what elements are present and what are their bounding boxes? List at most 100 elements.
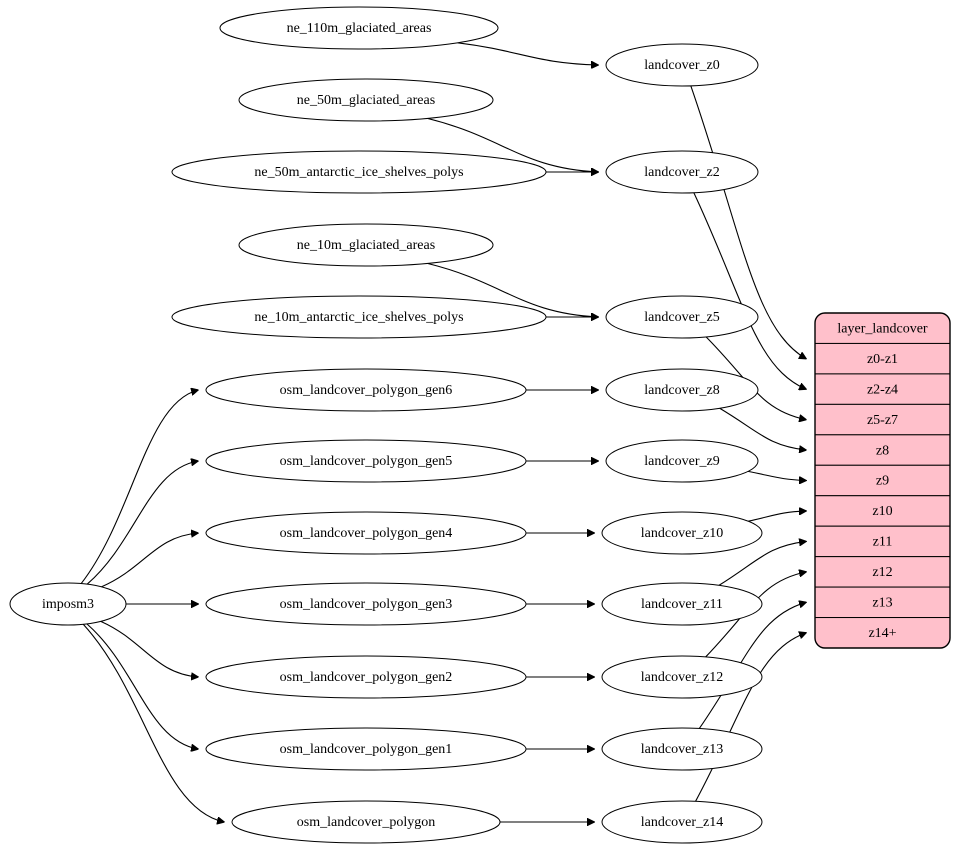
layer-landcover-row-z11-label: z11 (873, 535, 893, 550)
landcover_z9-label: landcover_z9 (644, 454, 719, 469)
node-ne_110m_glaciated_areas[interactable]: ne_110m_glaciated_areas (219, 6, 499, 50)
node-osm_landcover_polygon_gen1[interactable]: osm_landcover_polygon_gen1 (205, 727, 527, 771)
imposm3-label: imposm3 (42, 597, 94, 612)
edge-ne_50m_glaciated_areas-to-landcover_z2 (427, 117, 598, 172)
node-osm_landcover_polygon_gen2[interactable]: osm_landcover_polygon_gen2 (205, 655, 527, 699)
layer-landcover-row-z14+-label: z14+ (868, 626, 896, 641)
osm_landcover_polygon_gen1-ellipse (205, 727, 527, 771)
landcover_z11-label: landcover_z11 (641, 597, 723, 612)
ne_50m_glaciated_areas-label: ne_50m_glaciated_areas (297, 93, 435, 108)
osm_landcover_polygon_gen2-label: osm_landcover_polygon_gen2 (280, 670, 453, 685)
layer-landcover-outline (814, 312, 951, 649)
landcover_z5-label: landcover_z5 (644, 310, 719, 325)
osm_landcover_polygon_gen4-label: osm_landcover_polygon_gen4 (280, 526, 453, 541)
layer-landcover-row-z2-z4-label: z2-z4 (867, 382, 898, 397)
layer-landcover-row-z0-z1-cell[interactable] (815, 342, 950, 375)
layer-landcover-table: layer_landcoverz0-z1z2-z4z5-z7z8z9z10z11… (814, 312, 951, 649)
layer-landcover-header-label: layer_landcover (837, 321, 928, 336)
ne_10m_antarctic_ice_shelves_polys-label: ne_10m_antarctic_ice_shelves_polys (254, 310, 463, 325)
nodes-layer: imposm3 ne_110m_glaciated_areas ne_50m_gla… (9, 6, 763, 844)
landcover_z12-label: landcover_z12 (641, 670, 723, 685)
ne_110m_glaciated_areas-ellipse (219, 6, 499, 50)
imposm3-ellipse (9, 582, 127, 626)
node-landcover_z8[interactable]: landcover_z8 (605, 368, 759, 412)
landcover_z14-label: landcover_z14 (641, 815, 723, 830)
node-landcover_z2[interactable]: landcover_z2 (605, 150, 759, 194)
landcover_z0-label: landcover_z0 (644, 58, 719, 73)
landcover_z10-label: landcover_z10 (641, 526, 723, 541)
landcover_z11-ellipse (601, 582, 763, 626)
ne_50m_glaciated_areas-ellipse (238, 78, 494, 122)
node-ne_10m_antarctic_ice_shelves_polys[interactable]: ne_10m_antarctic_ice_shelves_polys (171, 295, 547, 339)
layer-landcover-row-z8-label: z8 (876, 443, 889, 458)
node-landcover_z9[interactable]: landcover_z9 (605, 439, 759, 483)
edge-imposm3-to-osm_landcover_polygon_gen1 (86, 623, 198, 749)
node-ne_50m_glaciated_areas[interactable]: ne_50m_glaciated_areas (238, 78, 494, 122)
landcover_z12-ellipse (601, 655, 763, 699)
landcover_z14-ellipse (601, 800, 763, 844)
osm_landcover_polygon_gen6-label: osm_landcover_polygon_gen6 (280, 383, 453, 398)
edge-imposm3-to-osm_landcover_polygon_gen5 (86, 461, 198, 585)
landcover_z0-ellipse (605, 43, 759, 87)
node-imposm3[interactable]: imposm3 (9, 582, 127, 626)
osm_landcover_polygon_gen5-ellipse (205, 439, 527, 483)
node-landcover_z10[interactable]: landcover_z10 (601, 511, 763, 555)
layer-landcover-row-z12-cell[interactable] (815, 556, 950, 588)
edge-landcover_z0-to-z0-z1 (690, 85, 806, 359)
landcover_z13-label: landcover_z13 (641, 742, 723, 757)
node-landcover_z0[interactable]: landcover_z0 (605, 43, 759, 87)
ne_10m_antarctic_ice_shelves_polys-ellipse (171, 295, 547, 339)
node-osm_landcover_polygon_gen5[interactable]: osm_landcover_polygon_gen5 (205, 439, 527, 483)
layer-landcover-row-z9-label: z9 (876, 474, 889, 489)
edge-imposm3-to-osm_landcover_polygon (82, 623, 224, 822)
osm_landcover_polygon_gen2-ellipse (205, 655, 527, 699)
edge-imposm3-to-osm_landcover_polygon_gen2 (100, 620, 198, 677)
edge-landcover_z13-to-z13 (698, 602, 806, 729)
landcover_z9-ellipse (605, 439, 759, 483)
landcover_z8-label: landcover_z8 (644, 383, 719, 398)
layer-landcover-row-z14+-cell[interactable] (815, 617, 950, 648)
osm_landcover_polygon_gen3-ellipse (205, 582, 527, 626)
edge-landcover_z10-to-z10 (748, 511, 806, 522)
ne_10m_glaciated_areas-label: ne_10m_glaciated_areas (297, 238, 435, 253)
node-osm_landcover_polygon_gen6[interactable]: osm_landcover_polygon_gen6 (205, 368, 527, 412)
node-ne_50m_antarctic_ice_shelves_polys[interactable]: ne_50m_antarctic_ice_shelves_polys (171, 150, 547, 194)
edge-landcover_z8-to-z8 (719, 407, 806, 450)
osm_landcover_polygon-ellipse (231, 800, 501, 844)
landcover_z13-ellipse (601, 727, 763, 771)
edge-landcover_z2-to-z2-z4 (693, 192, 806, 389)
edge-landcover_z9-to-z9 (747, 470, 806, 480)
osm_landcover_polygon-label: osm_landcover_polygon (297, 815, 435, 830)
node-landcover_z12[interactable]: landcover_z12 (601, 655, 763, 699)
landcover_z2-ellipse (605, 150, 759, 194)
ne_50m_antarctic_ice_shelves_polys-ellipse (171, 150, 547, 194)
node-landcover_z14[interactable]: landcover_z14 (601, 800, 763, 844)
landcover_z2-label: landcover_z2 (644, 165, 719, 180)
node-landcover_z13[interactable]: landcover_z13 (601, 727, 763, 771)
osm_landcover_polygon_gen3-label: osm_landcover_polygon_gen3 (280, 597, 453, 612)
node-osm_landcover_polygon_gen3[interactable]: osm_landcover_polygon_gen3 (205, 582, 527, 626)
node-landcover_z11[interactable]: landcover_z11 (601, 582, 763, 626)
edge-landcover_z11-to-z11 (718, 541, 806, 586)
osm_landcover_polygon_gen1-label: osm_landcover_polygon_gen1 (280, 742, 453, 757)
osm_landcover_polygon_gen6-ellipse (205, 368, 527, 412)
edge-ne_10m_glaciated_areas-to-landcover_z5 (427, 262, 598, 317)
layer-landcover-row-z10-label: z10 (872, 504, 892, 519)
edge-imposm3-to-osm_landcover_polygon_gen4 (101, 533, 198, 588)
node-osm_landcover_polygon[interactable]: osm_landcover_polygon (231, 800, 501, 844)
node-osm_landcover_polygon_gen4[interactable]: osm_landcover_polygon_gen4 (205, 511, 527, 555)
node-ne_10m_glaciated_areas[interactable]: ne_10m_glaciated_areas (238, 223, 494, 267)
edge-ne_110m_glaciated_areas-to-landcover_z0 (457, 42, 598, 65)
landcover_z5-ellipse (605, 295, 759, 339)
node-landcover_z5[interactable]: landcover_z5 (605, 295, 759, 339)
ne_110m_glaciated_areas-label: ne_110m_glaciated_areas (287, 21, 432, 36)
ne_50m_antarctic_ice_shelves_polys-label: ne_50m_antarctic_ice_shelves_polys (254, 165, 463, 180)
layer-landcover-row-z13-label: z13 (872, 596, 892, 611)
edges-layer (80, 42, 806, 822)
landcover_z8-ellipse (605, 368, 759, 412)
ne_10m_glaciated_areas-ellipse (238, 223, 494, 267)
osm_landcover_polygon_gen4-ellipse (205, 511, 527, 555)
layer-landcover-row-z13-cell[interactable] (815, 586, 950, 619)
